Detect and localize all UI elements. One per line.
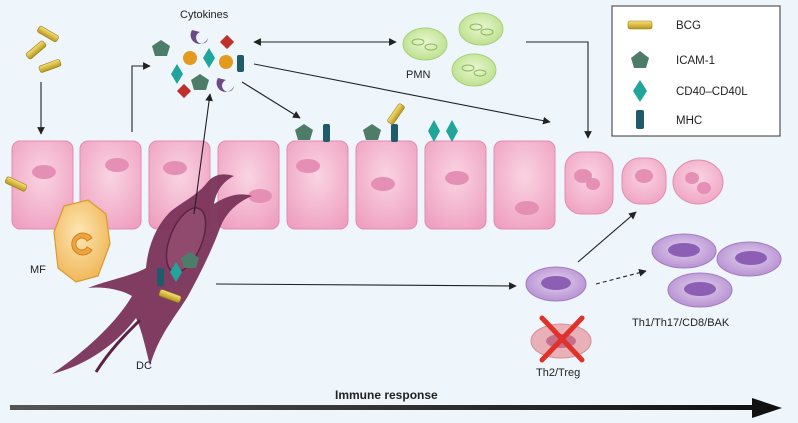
mhc-icon <box>237 55 244 72</box>
epithelial-cell <box>11 140 74 230</box>
icam-1-icon <box>631 51 649 68</box>
epithelial-cell <box>355 140 418 230</box>
arrow-dc-to-cytokines <box>193 93 213 215</box>
cd40-cd40l-icon <box>171 64 183 84</box>
legend-item-bcg: BCG <box>627 20 701 32</box>
pmn-cell <box>458 12 504 46</box>
pmn-cluster: PMN <box>402 12 504 87</box>
arrow-pmn-to-shedding <box>526 41 592 139</box>
mhc-icon <box>636 110 644 129</box>
pmn-label: PMN <box>406 69 431 81</box>
naive-lymphocyte <box>525 266 587 302</box>
epithelial-cell-layer <box>11 140 724 230</box>
icam-1-icon <box>363 124 381 140</box>
bcg-icon <box>627 20 653 30</box>
cd40-cd40l-icon <box>170 262 182 282</box>
cytokine-crescent <box>216 78 234 92</box>
legend-item-icam-1: ICAM-1 <box>631 51 715 68</box>
macrophage: MF <box>30 199 111 283</box>
bcg-icon <box>158 289 182 303</box>
mf-label: MF <box>30 264 46 276</box>
th2-treg-cell: Th2/Treg <box>530 315 592 379</box>
pmn-cell <box>402 27 448 61</box>
icam-1-icon <box>191 74 209 90</box>
bcg-icon <box>387 103 405 125</box>
cytokine-orange-circle <box>219 55 233 69</box>
legend: BCG ICAM-1 CD40–CD40L MHC <box>611 5 781 137</box>
epithelial-cell <box>217 140 280 230</box>
legend-item-mhc: MHC <box>636 110 702 129</box>
effector-lymphocyte <box>651 233 717 269</box>
macrophage-nucleus <box>71 232 93 256</box>
epithelial-cell <box>286 140 349 230</box>
effector-lymphocyte <box>716 241 782 277</box>
dc-label: DC <box>136 360 152 372</box>
cytokine-orange-circle <box>183 51 197 65</box>
cd40-cd40l-icon <box>428 120 440 142</box>
bcg-icon <box>4 176 28 192</box>
legend-label: MHC <box>676 115 702 127</box>
shedding-epithelial-cell <box>564 151 614 215</box>
icam-1-icon <box>152 40 170 56</box>
epithelial-cell <box>424 140 487 230</box>
surface-receptors <box>295 103 458 142</box>
cytokine-red-square <box>176 83 192 99</box>
cytokine-cluster: Cytokines <box>152 9 244 99</box>
dendritic-cell: DC <box>52 174 252 374</box>
cross-icon <box>539 315 585 363</box>
arrow-cytokines-to-shedding <box>253 63 551 125</box>
arrow-lymphocyte-to-effectors <box>595 269 647 285</box>
legend-label: ICAM-1 <box>676 55 715 67</box>
cytokines-label: Cytokines <box>180 9 229 21</box>
pmn-cell <box>451 53 497 87</box>
arrows <box>37 38 647 290</box>
bcg-icon <box>37 25 59 43</box>
bcg-icon <box>25 40 47 60</box>
cd40-cd40l-icon <box>633 80 647 102</box>
cytokine-red-square <box>219 34 235 50</box>
icam-1-icon <box>181 252 199 268</box>
shedding-epithelial-cell <box>672 159 724 205</box>
arrow-epithelium-to-cytokines <box>131 62 151 132</box>
immune-response-axis: Immune response <box>10 388 782 418</box>
legend-label: BCG <box>676 20 701 32</box>
arrow-lymphocyte-to-shedding <box>577 211 637 263</box>
bcg-cluster <box>4 25 62 192</box>
immune-response-label: Immune response <box>335 388 438 402</box>
th2-treg-label: Th2/Treg <box>536 367 580 379</box>
arrow-dc-to-lymphocyte <box>215 282 517 290</box>
cd40-cd40l-icon <box>203 48 215 68</box>
legend-item-cd40-cd40l: CD40–CD40L <box>633 80 748 102</box>
mhc-icon <box>323 124 330 142</box>
cytokine-crescent <box>190 30 208 44</box>
mhc-icon <box>391 124 398 142</box>
mhc-icon <box>157 268 164 286</box>
epithelial-cell <box>493 140 556 230</box>
arrow-cytokines-to-receptors <box>241 81 301 119</box>
icam-1-icon <box>295 124 313 140</box>
axis-arrowhead <box>752 398 782 418</box>
cd40-cd40l-icon <box>446 120 458 142</box>
legend-label: CD40–CD40L <box>676 86 748 98</box>
bcg-icon <box>38 59 62 73</box>
shedding-epithelial-cell <box>621 157 667 205</box>
th1-group-label: Th1/Th17/CD8/BAK <box>632 317 730 329</box>
effector-lymphocyte <box>667 272 733 308</box>
effector-lymphocyte-cluster: Th1/Th17/CD8/BAK <box>632 233 782 329</box>
